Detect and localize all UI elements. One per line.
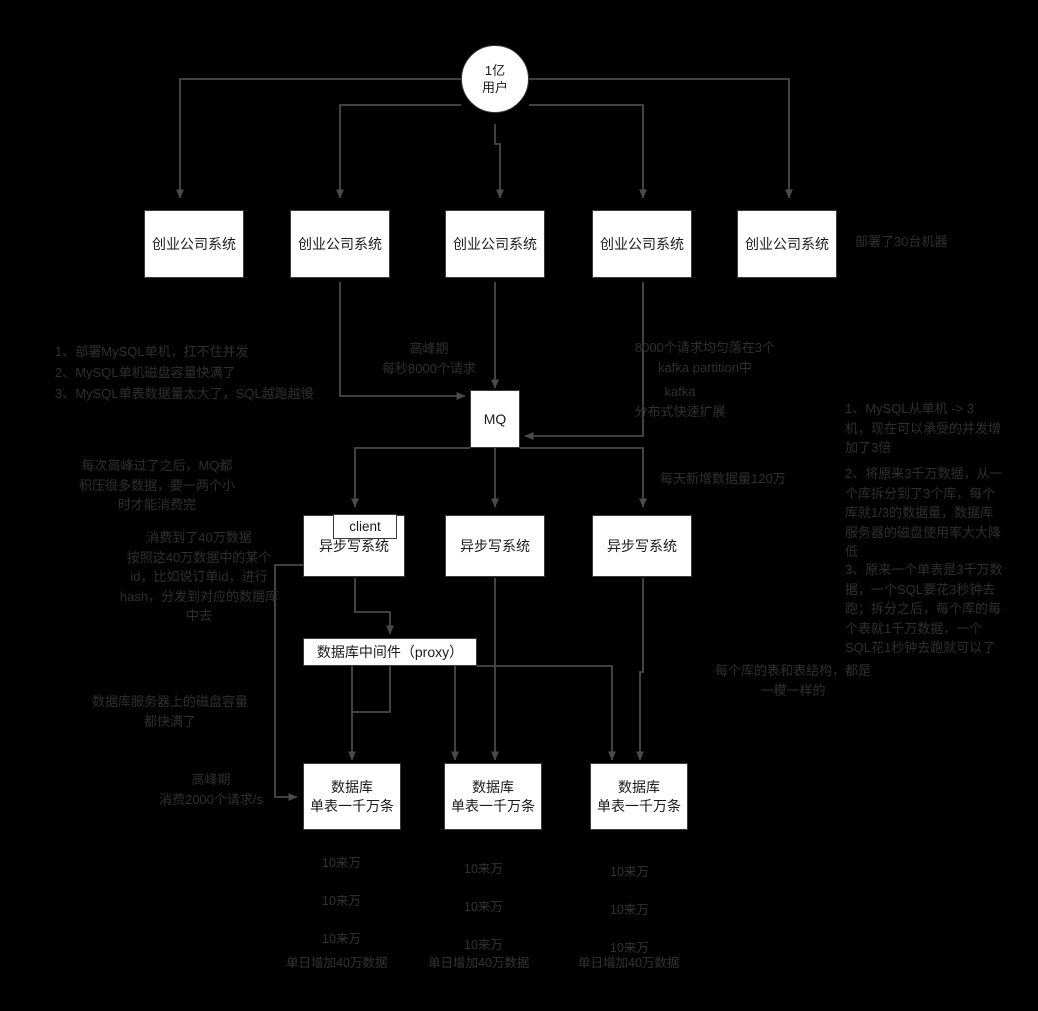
db-count-row: 10来万 [610,865,649,879]
node-async-writer-3: 异步写系统 [592,515,692,577]
node-users-label: 1亿 用户 [481,62,508,95]
note-benefit-2: 2、将原来3千万数据，从一 个库拆分到了3个库，每个 库就1/3的数据量，数据库… [845,466,1003,559]
note-machines-deployed: 部署了30台机器 [855,234,948,249]
node-app-server-4: 创业公司系统 [592,210,692,278]
node-app-server-5-label: 创业公司系统 [745,235,829,252]
node-async-writer-1-label: 异步写系统 [319,537,389,554]
note-kafka-partition: 8000个请求均匀落在3个 kafka partition中 [634,340,776,375]
node-app-server-3: 创业公司系统 [445,210,545,278]
node-app-server-1-label: 创业公司系统 [152,235,236,252]
db-count-row: 10来万 [322,856,361,870]
node-users: 1亿 用户 [461,45,529,113]
node-app-server-2-label: 创业公司系统 [298,235,382,252]
node-client-label: client [349,518,381,534]
node-async-writer-2: 异步写系统 [445,515,545,577]
note-kafka-scaling: kafka 分布式快速扩展 [634,384,726,419]
node-app-server-3-label: 创业公司系统 [453,235,537,252]
db-counts-3: 10来万 10来万 10来万 [610,861,720,975]
db-counts-total-1: 单日增加40万数据 [286,956,388,970]
note-hash-dispatch: 消费到了40万数据 按照这40万数据中的某个 id，比如说订单id，进行 has… [119,530,279,623]
db-counts-total-3: 单日增加40万数据 [578,956,680,970]
node-database-1-label: 数据库 单表一千万条 [310,779,394,814]
node-app-server-4-label: 创业公司系统 [600,235,684,252]
node-database-3-label: 数据库 单表一千万条 [597,779,681,814]
node-client: client [333,514,397,539]
db-count-row: 10来万 [464,938,503,952]
node-app-server-2: 创业公司系统 [290,210,390,278]
db-counts-1: 10来万 10来万 10来万 [322,852,432,966]
db-count-row: 10来万 [610,903,649,917]
db-count-row: 10来万 [464,900,503,914]
node-database-2-label: 数据库 单表一千万条 [451,779,535,814]
note-same-schema: 每个库的表和表结构，都是 一模一样的 [714,663,871,698]
db-counts-total-2: 单日增加40万数据 [428,956,530,970]
note-benefit-3: 3、原来一个单表是3千万数 据，一个SQL要花3秒钟去 跑；拆分之后，每个库的每… [845,562,1003,655]
node-database-3: 数据库 单表一千万条 [590,763,688,830]
node-app-server-5: 创业公司系统 [737,210,837,278]
note-benefit-1: 1、MySQL从单机 -> 3 机，现在可以承受的并发增 加了3倍 [845,401,1002,455]
db-count-row: 10来万 [322,894,361,908]
node-async-writer-3-label: 异步写系统 [607,537,677,554]
note-disk-full: 数据库服务器上的磁盘容量 都快满了 [91,694,248,729]
node-db-proxy-label: 数据库中间件（proxy） [316,643,464,660]
db-count-row: 10来万 [610,941,649,955]
node-mq-label: MQ [483,410,507,427]
node-db-proxy: 数据库中间件（proxy） [303,638,477,666]
note-daily-increment: 每天新增数据量120万 [660,471,786,486]
note-peak-consume: 高峰期 消费2000个请求/s [158,772,264,807]
db-count-row: 10来万 [464,862,503,876]
node-database-1: 数据库 单表一千万条 [303,763,401,830]
note-peak-requests: 高峰期 每秒8000个请求 [382,341,476,376]
db-count-row: 10来万 [322,932,361,946]
db-counts-2: 10来万 10来万 10来万 [464,858,574,972]
node-app-server-1: 创业公司系统 [144,210,244,278]
note-problems-list: 1、部署MySQL单机，扛不住并发 2、MySQL单机磁盘容量快满了 3、MyS… [55,344,314,402]
note-mq-backlog: 每次高峰过了之后，MQ都 积压很多数据，要一两个小 时才能消费完 [78,458,235,512]
node-async-writer-2-label: 异步写系统 [460,537,530,554]
node-mq: MQ [470,390,520,448]
node-database-2: 数据库 单表一千万条 [444,763,542,830]
